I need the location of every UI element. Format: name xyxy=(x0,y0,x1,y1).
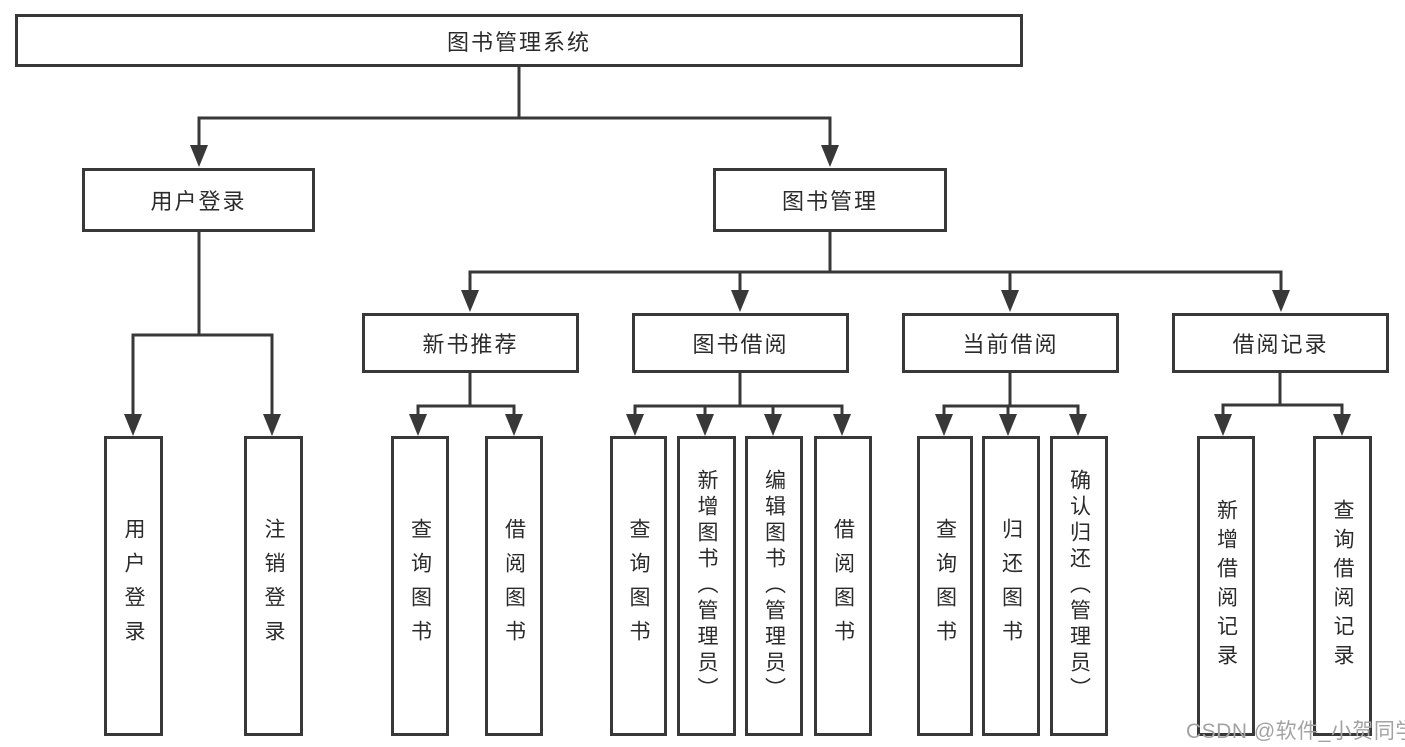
node-br-query-record-label: 查询借阅记录 xyxy=(1331,499,1354,673)
node-bb-borrow-book: 借阅图书 xyxy=(814,436,872,736)
node-user-login-label: 用户登录 xyxy=(150,189,247,214)
arrowhead xyxy=(190,145,208,167)
node-bb-edit-book-label: 编辑图书（管理员） xyxy=(762,469,786,703)
node-bb-add-book: 新增图书（管理员） xyxy=(677,436,736,736)
node-book-borrow: 图书借阅 xyxy=(632,313,849,373)
node-nb-query-book-label: 查询图书 xyxy=(408,518,432,654)
arrowhead xyxy=(1069,414,1087,436)
node-current-borrow: 当前借阅 xyxy=(902,313,1119,373)
node-new-book-rec-label: 新书推荐 xyxy=(422,332,519,357)
arrowhead xyxy=(409,414,427,436)
node-logout-label: 注销登录 xyxy=(262,518,285,654)
arrowhead xyxy=(731,290,749,312)
csdn-watermark: CSDN @软件_小贺同学 xyxy=(1186,720,1405,743)
arrowhead xyxy=(833,414,851,436)
connector-root xyxy=(197,65,832,150)
node-cb-confirm-return: 确认归还（管理员） xyxy=(1050,436,1108,736)
arrowhead xyxy=(1214,414,1232,436)
connector-borrow-record xyxy=(1221,371,1344,418)
node-nb-query-book: 查询图书 xyxy=(391,436,449,736)
node-br-add-record: 新增借阅记录 xyxy=(1197,436,1255,736)
node-nb-borrow-book-label: 借阅图书 xyxy=(502,518,526,654)
connector-user-login xyxy=(131,230,274,418)
node-logout: 注销登录 xyxy=(244,436,303,736)
node-cb-confirm-return-label: 确认归还（管理员） xyxy=(1067,469,1091,703)
node-book-mgmt-label: 图书管理 xyxy=(781,189,878,214)
node-cb-query-book: 查询图书 xyxy=(917,436,973,736)
node-root-label: 图书管理系统 xyxy=(446,29,591,55)
node-br-add-record-label: 新增借阅记录 xyxy=(1214,499,1238,673)
connector-current-borrow xyxy=(942,371,1080,418)
arrowhead xyxy=(935,414,953,436)
arrowhead xyxy=(626,414,644,436)
arrowhead xyxy=(124,414,142,436)
arrowhead xyxy=(505,414,523,436)
node-cb-query-book-label: 查询图书 xyxy=(933,518,957,654)
node-user-login: 用户登录 xyxy=(82,168,315,232)
arrowhead xyxy=(1333,414,1351,436)
arrowhead xyxy=(1272,290,1290,312)
node-cb-return-book-label: 归还图书 xyxy=(999,518,1023,654)
node-bb-query-book-label: 查询图书 xyxy=(627,518,650,654)
connector-book-mgmt xyxy=(468,230,1283,294)
arrowhead xyxy=(1001,290,1019,312)
node-login: 用户登录 xyxy=(104,436,163,736)
node-root: 图书管理系统 xyxy=(15,14,1023,67)
connector-new-book xyxy=(416,371,516,418)
node-br-query-record: 查询借阅记录 xyxy=(1313,436,1372,736)
node-login-label: 用户登录 xyxy=(122,518,145,654)
node-current-borrow-label: 当前借阅 xyxy=(962,332,1059,357)
node-nb-borrow-book: 借阅图书 xyxy=(485,436,543,736)
arrowhead xyxy=(821,145,839,167)
node-book-borrow-label: 图书借阅 xyxy=(692,332,789,357)
node-borrow-record: 借阅记录 xyxy=(1172,313,1389,373)
node-bb-query-book: 查询图书 xyxy=(610,436,667,736)
arrowhead xyxy=(764,414,782,436)
node-new-book-rec: 新书推荐 xyxy=(362,313,579,373)
node-bb-edit-book: 编辑图书（管理员） xyxy=(745,436,803,736)
arrowhead xyxy=(696,414,714,436)
node-cb-return-book: 归还图书 xyxy=(982,436,1040,736)
connector-book-borrow xyxy=(633,371,844,418)
arrowhead xyxy=(999,414,1017,436)
node-book-mgmt: 图书管理 xyxy=(713,168,947,232)
node-bb-add-book-label: 新增图书（管理员） xyxy=(695,469,718,703)
arrowhead xyxy=(461,290,479,312)
node-bb-borrow-book-label: 借阅图书 xyxy=(831,518,855,654)
arrowhead xyxy=(263,414,281,436)
node-borrow-record-label: 借阅记录 xyxy=(1232,332,1329,357)
